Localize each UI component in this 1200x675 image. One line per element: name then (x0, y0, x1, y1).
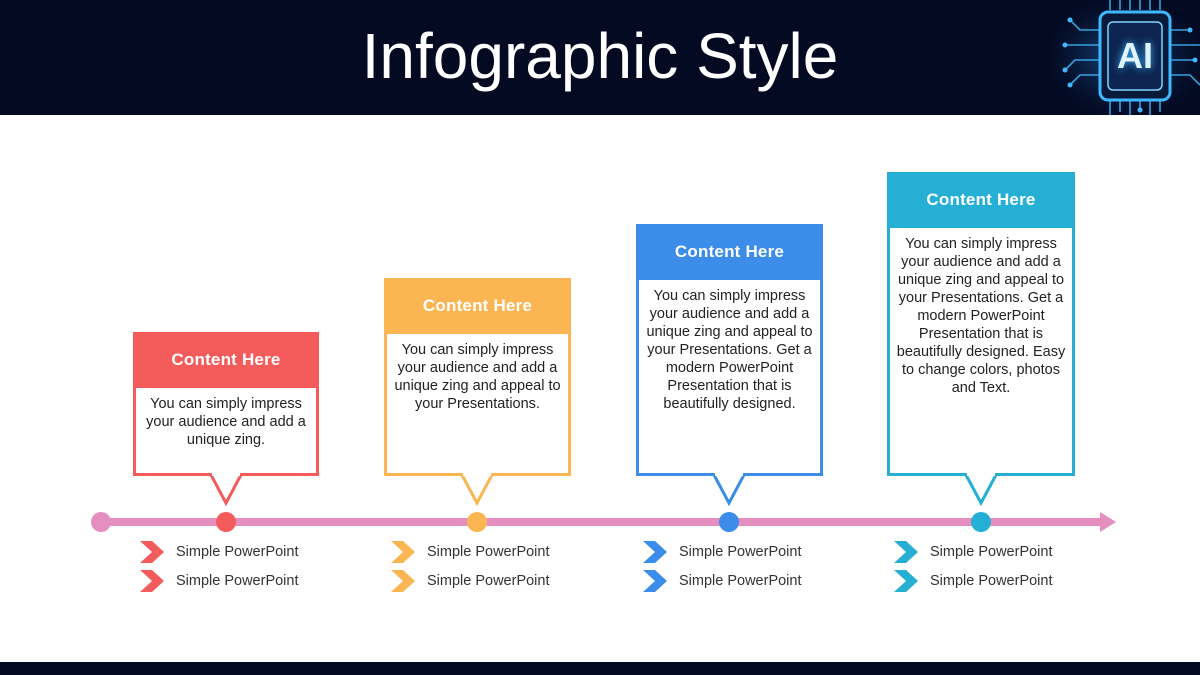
slide-title: Infographic Style (361, 20, 839, 92)
bullet-text: Simple PowerPoint (176, 544, 299, 560)
ai-logo-text: AI (1117, 35, 1153, 76)
bullet-text: Simple PowerPoint (427, 573, 550, 589)
card-body-text: You can simply impress your audience and… (394, 342, 561, 412)
chevron-right-icon (894, 541, 918, 563)
bullet-text: Simple PowerPoint (679, 573, 802, 589)
bullet-text: Simple PowerPoint (930, 544, 1053, 560)
card-pointer (208, 473, 244, 507)
chevron-right-icon (894, 570, 918, 592)
timeline-dot-3 (719, 512, 739, 532)
bullet-text: Simple PowerPoint (427, 544, 550, 560)
ai-chip-icon (1050, 0, 1200, 115)
header-bar: Infographic Style AI (0, 0, 1200, 115)
card-heading: Content Here (636, 224, 823, 280)
card-pointer (963, 473, 999, 507)
card-heading: Content Here (384, 278, 571, 334)
bullet-item: Simple PowerPoint (643, 541, 802, 563)
timeline-arrowhead (1100, 512, 1116, 532)
card-pointer (711, 473, 747, 507)
bullet-item: Simple PowerPoint (894, 570, 1053, 592)
timeline-dot-1 (216, 512, 236, 532)
bullet-item: Simple PowerPoint (643, 570, 802, 592)
card-heading: Content Here (133, 332, 319, 388)
bullet-item: Simple PowerPoint (391, 541, 550, 563)
bullet-text: Simple PowerPoint (176, 573, 299, 589)
chevron-right-icon (643, 570, 667, 592)
card-body-text: You can simply impress your audience and… (146, 396, 306, 448)
bullet-item: Simple PowerPoint (140, 541, 299, 563)
chevron-right-icon (643, 541, 667, 563)
timeline-start-dot (91, 512, 111, 532)
bullet-item: Simple PowerPoint (391, 570, 550, 592)
bullet-text: Simple PowerPoint (930, 573, 1053, 589)
bullet-item: Simple PowerPoint (894, 541, 1053, 563)
bullet-text: Simple PowerPoint (679, 544, 802, 560)
chevron-right-icon (140, 570, 164, 592)
chevron-right-icon (391, 541, 415, 563)
bullet-item: Simple PowerPoint (140, 570, 299, 592)
card-heading: Content Here (887, 172, 1075, 228)
card-body-text: You can simply impress your audience and… (646, 288, 813, 412)
chevron-right-icon (140, 541, 164, 563)
footer-bar (0, 662, 1200, 675)
timeline-dot-2 (467, 512, 487, 532)
card-body-text: You can simply impress your audience and… (896, 236, 1066, 396)
timeline-dot-4 (971, 512, 991, 532)
card-pointer (459, 473, 495, 507)
chevron-right-icon (391, 570, 415, 592)
